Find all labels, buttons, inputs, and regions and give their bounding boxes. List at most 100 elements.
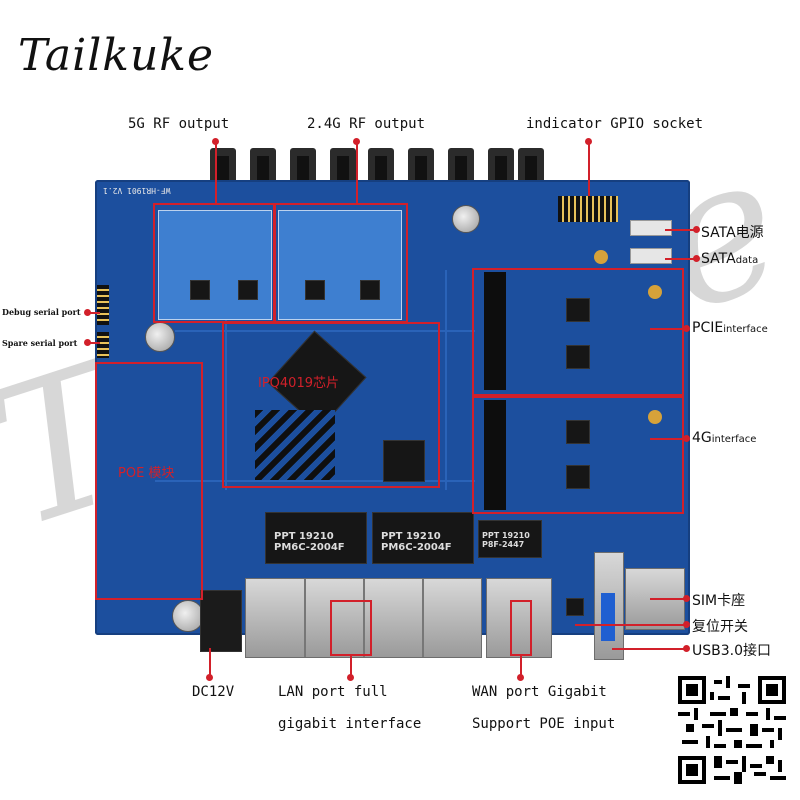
- leader-dot: [206, 674, 213, 681]
- label-ipq4019-chip: IPQ4019芯片: [258, 376, 339, 391]
- highlight-24g-rf: [274, 203, 408, 323]
- label-pcie-main: PCIE: [692, 320, 724, 336]
- label-debug-serial-port: Debug serial port: [2, 307, 81, 317]
- leader-dot: [517, 674, 524, 681]
- inductor: [566, 298, 590, 322]
- leader-dot: [693, 255, 700, 262]
- lan-rj45-ports: [245, 578, 482, 658]
- label-wan-line2: Support POE input: [472, 716, 616, 732]
- leader-line: [665, 229, 697, 231]
- qr-code-icon: [678, 676, 786, 784]
- wan-magnetics: PPT 19210 P8F-2447: [478, 520, 542, 558]
- board-silkscreen: WF-HR1901 V2.1: [103, 186, 171, 195]
- sata-power-connector: [630, 220, 672, 236]
- label-lan-line2: gigabit interface: [278, 716, 422, 732]
- label-sim-holder: SIM卡座: [692, 593, 746, 609]
- highlight-4g: [472, 396, 684, 514]
- rf-chip: [305, 280, 325, 300]
- rf-chip: [238, 280, 258, 300]
- reset-button: [566, 598, 584, 616]
- pcb-trace: [225, 290, 227, 490]
- dc-power-jack: [200, 590, 242, 652]
- port-divider: [304, 579, 306, 657]
- usb-tongue: [601, 593, 615, 641]
- brand-logo-text: Tailkuke: [18, 30, 215, 81]
- ethernet-magnetics: PPT 19210 PM6C-2004F: [372, 512, 474, 564]
- capacitor: [172, 600, 204, 632]
- leader-line: [88, 342, 100, 344]
- label-indicator-gpio-socket: indicator GPIO socket: [526, 116, 704, 132]
- inductor: [566, 420, 590, 444]
- label-wan-line1: WAN port Gigabit: [472, 684, 607, 700]
- label-dc12v: DC12V: [192, 684, 235, 700]
- port-divider: [363, 579, 365, 657]
- rf-chip: [190, 280, 210, 300]
- capacitor: [452, 205, 480, 233]
- label-lan-line1: LAN port full: [278, 684, 388, 700]
- label-spare-serial-port: Spare serial port: [2, 338, 78, 348]
- leader-line: [650, 328, 686, 330]
- leader-line: [665, 258, 697, 260]
- leader-dot: [683, 645, 690, 652]
- leader-line: [575, 624, 686, 626]
- mounting-hole: [648, 285, 662, 299]
- leader-line: [356, 140, 358, 204]
- wan-rj45-port: [486, 578, 552, 658]
- label-sata-data: SATAdata: [701, 251, 758, 267]
- memory-chips: [255, 410, 335, 480]
- label-usb3: USB3.0接口: [692, 643, 772, 659]
- highlight-lan-port: [330, 600, 372, 656]
- rf-shield-5g: [158, 210, 272, 320]
- leader-line: [209, 648, 211, 678]
- label-4g-sub: interface: [711, 434, 757, 445]
- label-sata-data-sub: data: [735, 255, 759, 266]
- highlight-soc: [222, 322, 440, 488]
- label-5g-rf-output: 5G RF output: [128, 116, 230, 132]
- debug-serial-header: [97, 285, 109, 325]
- leader-dot: [212, 138, 219, 145]
- label-sata-data-main: SATA: [701, 251, 736, 267]
- leader-dot: [683, 595, 690, 602]
- label-pcie-sub: interface: [723, 324, 768, 335]
- highlight-wan-port: [510, 600, 532, 656]
- label-24g-rf-output: 2.4G RF output: [307, 116, 426, 132]
- rf-shield-24g: [278, 210, 402, 320]
- leader-dot: [683, 435, 690, 442]
- inductor: [566, 465, 590, 489]
- leader-dot: [347, 674, 354, 681]
- leader-dot: [84, 309, 91, 316]
- capacitor: [145, 322, 175, 352]
- leader-line: [88, 312, 100, 314]
- highlight-5g-rf: [153, 203, 275, 323]
- ethernet-magnetics: PPT 19210 PM6C-2004F: [265, 512, 367, 564]
- leader-dot: [353, 138, 360, 145]
- label-4g-main: 4G: [692, 430, 712, 446]
- label-pcie-interface: PCIEinterface: [692, 320, 768, 336]
- usb3-port: [594, 552, 624, 660]
- leader-line: [650, 438, 686, 440]
- pcb-trace: [155, 480, 475, 482]
- rf-chip: [360, 280, 380, 300]
- qr-code-graphic: [678, 676, 786, 784]
- leader-dot: [84, 339, 91, 346]
- gpio-header: [558, 196, 618, 222]
- leader-line: [215, 140, 217, 204]
- magnetics-label: PPT 19210 P8F-2447: [482, 531, 530, 549]
- leader-dot: [693, 226, 700, 233]
- leader-dot: [683, 325, 690, 332]
- magnetics-label: PPT 19210 PM6C-2004F: [274, 531, 345, 553]
- leader-line: [612, 648, 686, 650]
- magnetics-label: PPT 19210 PM6C-2004F: [381, 531, 452, 553]
- highlight-poe-module: [95, 362, 203, 600]
- leader-line: [350, 654, 352, 678]
- pcie-slot: [484, 272, 506, 390]
- leader-line: [650, 598, 686, 600]
- secondary-chip: [383, 440, 425, 482]
- 4g-slot: [484, 400, 506, 510]
- mounting-hole: [594, 250, 608, 264]
- leader-line: [588, 140, 590, 196]
- leader-line: [520, 654, 522, 678]
- label-poe-module: POE 模块: [118, 466, 175, 481]
- label-4g-interface: 4Ginterface: [692, 430, 756, 446]
- sata-data-connector: [630, 248, 672, 264]
